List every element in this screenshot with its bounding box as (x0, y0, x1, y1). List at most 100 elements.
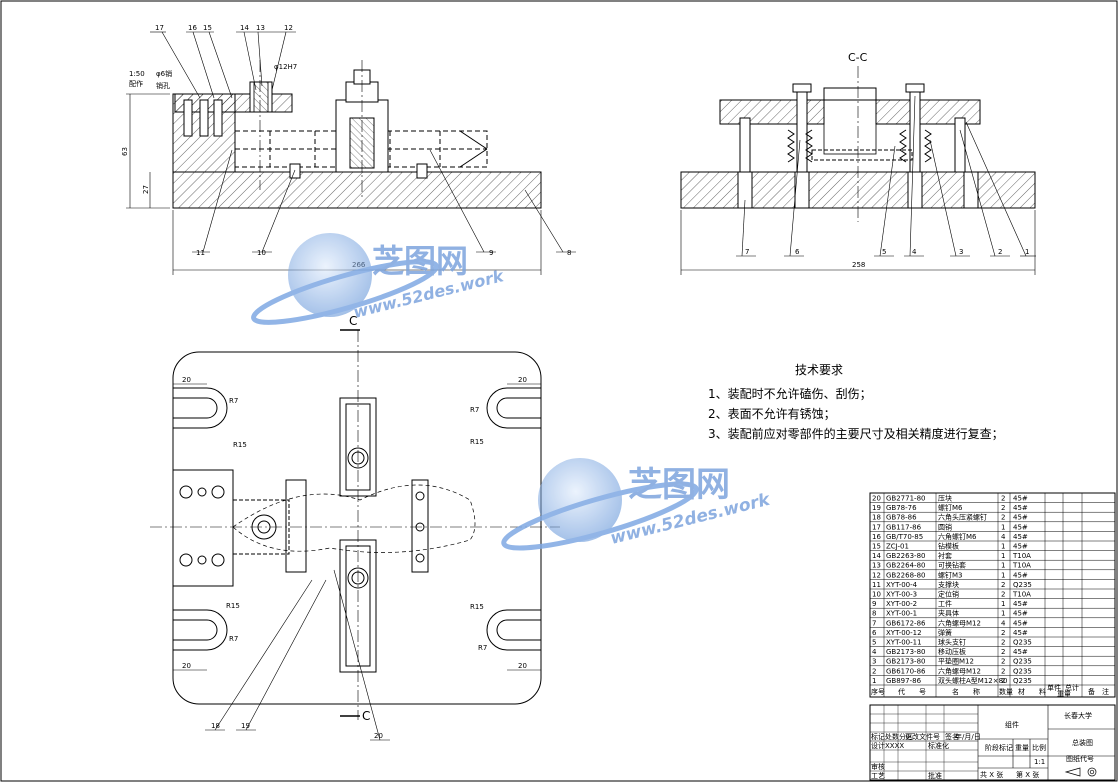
title-sign-label: 签名 (945, 732, 959, 741)
bom-cell-mat: 45# (1013, 543, 1028, 551)
title-standard-label: 标准化 (928, 741, 949, 750)
tech-requirements: 技术要求 1、装配时不允许磕伤、刮伤； 2、表面不允许有锈蚀； 3、装配前应对零… (708, 363, 1004, 441)
bom-cell-no: 19 (872, 504, 881, 512)
front-note-taper: 1:50 (129, 70, 145, 78)
bom-cell-name: 平垫圈M12 (938, 657, 974, 666)
bom-cell-qty: 2 (1001, 677, 1005, 685)
bom-cell-code: GB6172-86 (886, 619, 926, 627)
title-date-label: 年/月/日 (955, 732, 981, 741)
bom-cell-mat: 45# (1013, 600, 1028, 608)
bom-cell-name: 移动压板 (938, 647, 966, 656)
section-label: C-C (848, 51, 868, 64)
bom-cell-code: GB6170-86 (886, 667, 926, 675)
title-change-label: 更改文件号 (905, 732, 940, 741)
bom-cell-mat: 45# (1013, 504, 1028, 512)
bom-cell-no: 6 (872, 629, 877, 637)
bom-cell-qty: 2 (1001, 658, 1005, 666)
bom-cell-name: 衬套 (938, 551, 952, 560)
plan-radius-r7-tr: R7 (470, 406, 479, 414)
bom-cell-no: 3 (872, 658, 876, 666)
title-review-label: 审核 (871, 762, 885, 771)
bom-cell-code: ZCJ-01 (886, 543, 909, 551)
title-zone-label: 分区 (899, 732, 913, 741)
title-design-name: XXXX (885, 742, 904, 750)
bom-cell-name: 夹具体 (938, 609, 959, 618)
balloon-11: 11 (196, 249, 205, 257)
bom-cell-qty: 2 (1001, 667, 1005, 675)
bom-cell-no: 20 (872, 495, 881, 503)
bom-cell-no: 13 (872, 562, 881, 570)
bom-cell-no: 11 (872, 581, 881, 589)
title-part-name: 组件 (1005, 720, 1019, 729)
bom-cell-qty: 1 (1001, 600, 1005, 608)
bom-cell-qty: 4 (1001, 619, 1006, 627)
tech-requirement-1: 1、装配时不允许磕伤、刮伤； (708, 386, 872, 401)
bom-cell-mat: 45# (1013, 648, 1028, 656)
bom-cell-qty: 1 (1001, 562, 1005, 570)
bom-cell-mat: Q235 (1013, 667, 1032, 675)
bom-cell-qty: 2 (1001, 581, 1005, 589)
balloon-3: 3 (959, 248, 963, 256)
plan-view: 20 20 20 20 R7 R15 R7 R15 R15 R7 R15 R7 … (150, 314, 560, 741)
bom-cell-no: 5 (872, 639, 876, 647)
bom-cell-mat: Q235 (1013, 677, 1032, 685)
plan-radius-r15-bl: R15 (226, 602, 240, 610)
bom-cell-name: 支撑块 (938, 580, 959, 589)
front-note-hole: 销孔 (156, 81, 170, 90)
title-sheet-no: 第 X 张 (1016, 770, 1039, 779)
bom-cell-no: 10 (872, 591, 881, 599)
bom-cell-code: XYT-00-3 (886, 591, 917, 599)
bom-cell-code: XYT-00-4 (886, 581, 918, 589)
bom-cell-code: GB78-76 (886, 504, 917, 512)
bom-cell-name: 弹簧 (938, 628, 952, 637)
title-count-label: 处数 (885, 732, 899, 741)
bom-cell-name: 螺钉M3 (938, 570, 963, 579)
balloon-19: 19 (241, 722, 250, 730)
plan-radius-r15-tl: R15 (233, 441, 247, 449)
bom-cell-name: 六角头压紧螺钉 (938, 513, 987, 522)
bom-cell-code: GB/T70-85 (886, 533, 923, 541)
bom-cell-mat: 45# (1013, 629, 1028, 637)
balloon-7: 7 (745, 248, 749, 256)
tech-requirements-title: 技术要求 (795, 363, 843, 377)
bom-cell-name: 可换钻套 (938, 561, 966, 570)
balloon-13: 13 (256, 24, 265, 32)
bom-cell-name: 螺钉M6 (938, 503, 963, 512)
plan-dim-20-br: 20 (518, 662, 527, 670)
front-note-pin: φ6销 (156, 69, 172, 78)
bom-cell-name: 六角螺钉M6 (938, 532, 977, 541)
bom-cell-no: 12 (872, 571, 881, 579)
bom-cell-no: 4 (872, 648, 877, 656)
plan-radius-r7-bl: R7 (229, 635, 238, 643)
bom-cell-qty: 1 (1001, 571, 1005, 579)
balloon-14: 14 (240, 24, 249, 32)
bom-cell-qty: 2 (1001, 504, 1005, 512)
balloon-2: 2 (998, 248, 1002, 256)
bom-cell-no: 15 (872, 543, 881, 551)
bom-cell-code: XYT-00-1 (886, 610, 917, 618)
plan-dim-20-tr: 20 (518, 376, 527, 384)
front-dim-base: 27 (142, 185, 150, 194)
title-stage-label: 阶段标记 (985, 743, 1013, 752)
bom-cell-code: GB2173-80 (886, 658, 925, 666)
watermark-brand: 芝图网 (372, 242, 468, 280)
balloon-17: 17 (155, 24, 164, 32)
bom-cell-mat: 45# (1013, 571, 1028, 579)
bom-cell-mat: Q235 (1013, 581, 1032, 589)
section-marker-bottom: C (362, 709, 370, 723)
bom-cell-qty: 2 (1001, 648, 1005, 656)
watermark-top: 芝图网 www.52des.work (251, 233, 507, 325)
front-view: 266 63 27 1:50 φ6销 配作 销孔 φ12H7 17 16 15 … (121, 24, 576, 275)
bom-cell-mat: 45# (1013, 514, 1028, 522)
balloon-6: 6 (795, 248, 800, 256)
bom-cell-name: 球头支钉 (938, 638, 966, 647)
bom-cell-code: GB897-86 (886, 677, 922, 685)
watermark-sphere-icon (251, 233, 439, 325)
balloon-15: 15 (203, 24, 212, 32)
section-view: C-C 258 (680, 51, 1036, 275)
bom-cell-no: 8 (872, 610, 876, 618)
bom-cell-mat: Q235 (1013, 658, 1032, 666)
bom-cell-qty: 1 (1001, 543, 1005, 551)
balloon-5: 5 (882, 248, 886, 256)
